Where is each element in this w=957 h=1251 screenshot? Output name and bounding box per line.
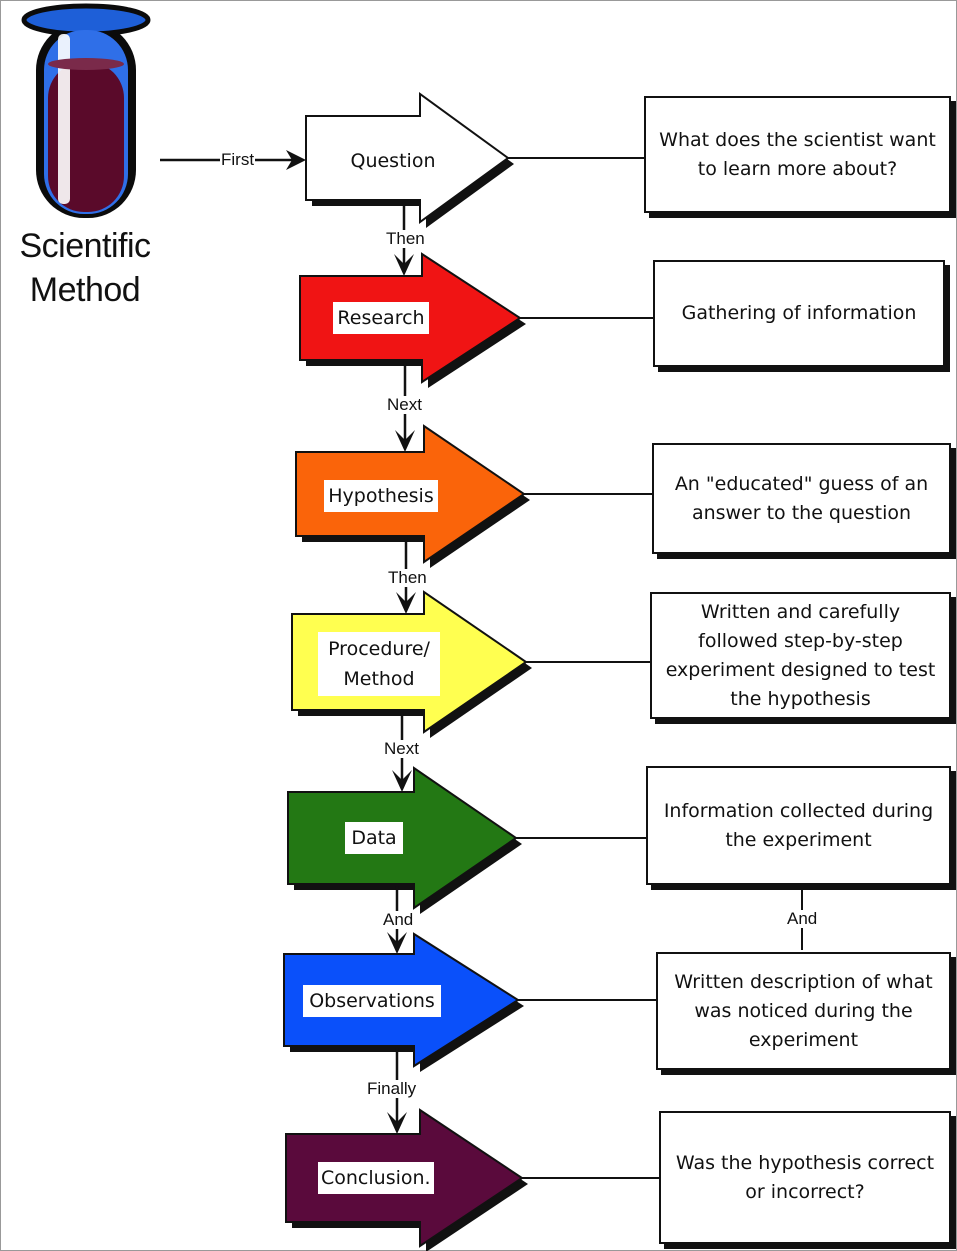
description-text-7: Was the hypothesis correct or incorrect? [675,1151,935,1203]
description-text-5: Information collected during the experim… [663,799,934,851]
description-box-3: An "educated" guess of an answer to the … [652,443,951,554]
step-connector-label-6: Finally [366,1079,418,1098]
first-label: First [220,150,256,169]
description-box-4: Written and carefully followed step-by-s… [650,592,951,719]
step-connector-arrowhead-5 [387,932,407,954]
test-tube-highlight [58,34,70,204]
description-box-5: Information collected during the experim… [646,766,951,885]
step-label-3: Hypothesis [324,480,438,512]
description-text-2: Gathering of information [681,302,917,324]
step-label-6: Observations [303,985,441,1017]
description-text-1: What does the scientist want to learn mo… [659,128,936,180]
step-connector-arrowhead-6 [387,1112,407,1134]
step-label-1: Question [350,150,436,172]
description-text-6: Written description of what was noticed … [674,970,933,1051]
step-connector-arrowhead-4 [392,770,412,792]
description-text-4: Written and carefully followed step-by-s… [665,600,936,710]
step-connector-label-3: Then [387,568,428,587]
description-box-1: What does the scientist want to learn mo… [644,96,951,213]
description-text-3: An "educated" guess of an answer to the … [674,472,929,524]
step-connector-arrowhead-3 [396,592,416,614]
test-tube-rim [21,3,151,37]
step-connector-label-2: Next [386,395,423,414]
first-connector-arrowhead [286,150,306,170]
step-connector-arrowhead-2 [395,430,415,452]
step-label-5: Data [345,822,403,854]
title-line-2: Method [29,271,141,309]
description-box-2: Gathering of information [653,260,945,367]
step-connector-label-5: And [382,910,415,929]
test-tube-liquid-surface [48,58,124,70]
description-box-6: Written description of what was noticed … [656,952,951,1070]
step-connector-label-1: Then [385,229,426,248]
step-label-4: Procedure/ Method [318,632,440,696]
box-connector-label: And [786,909,819,928]
step-label-2: Research [333,302,429,334]
step-connector-label-4: Next [383,739,420,758]
step-connector-arrowhead-1 [394,254,414,276]
description-box-7: Was the hypothesis correct or incorrect? [659,1111,951,1244]
step-arrow-1 [305,92,510,224]
title-line-1: Scientific [19,227,151,265]
step-label-7: Conclusion. [318,1162,434,1194]
